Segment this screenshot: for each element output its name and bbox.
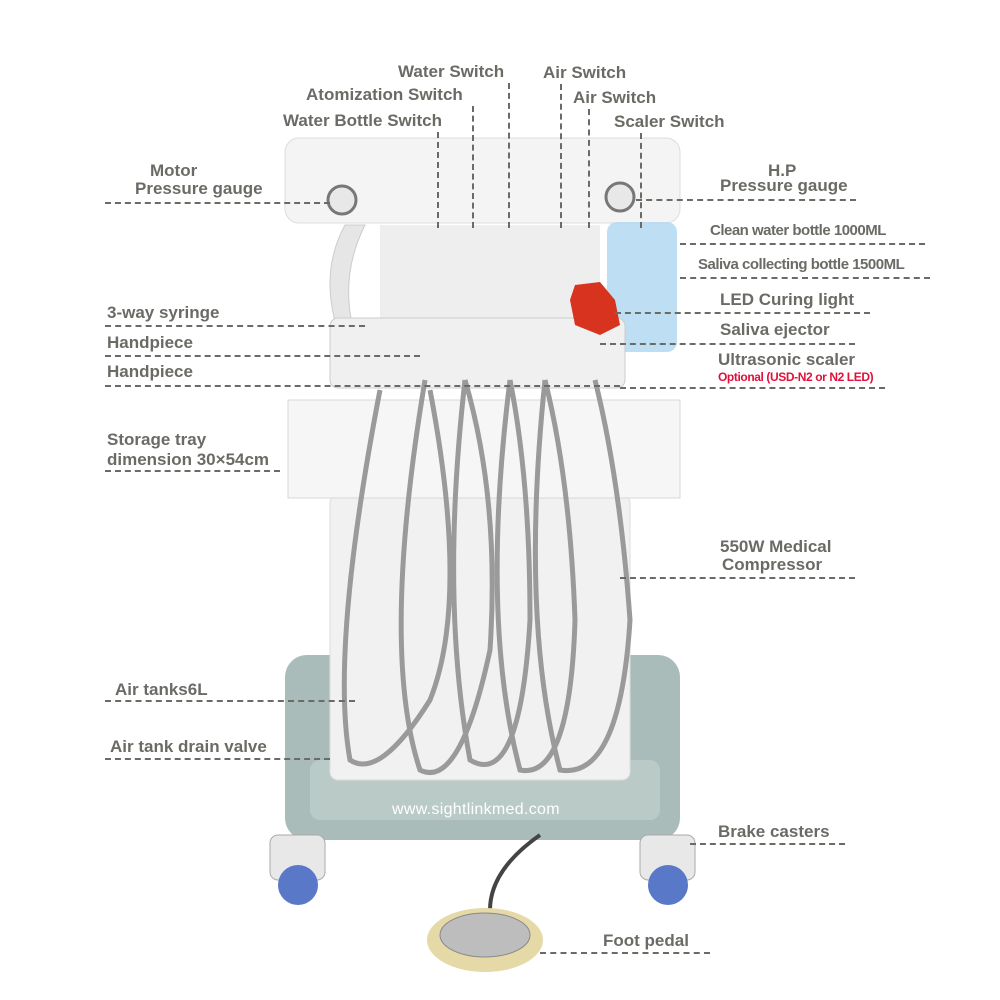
leader-line	[437, 132, 439, 228]
label-clean-water-bottle: Clean water bottle 1000ML	[710, 222, 886, 239]
leader-line	[680, 277, 930, 279]
leader-line	[600, 343, 855, 345]
leader-line	[690, 843, 845, 845]
control-panel	[284, 137, 681, 224]
label-brake-casters: Brake casters	[718, 822, 830, 841]
label-storage-tray-dimension: dimension 30×54cm	[107, 450, 270, 469]
hp-pressure-gauge	[604, 181, 636, 213]
led-curing-light	[570, 282, 620, 335]
label-handpiece-2: Handpiece	[107, 362, 193, 381]
label-motor: Motor	[150, 161, 198, 180]
leader-line	[105, 385, 620, 387]
label-ultrasonic-scaler: Ultrasonic scaler	[718, 350, 856, 369]
leader-line	[640, 133, 642, 228]
label-motor-pressure-gauge: Pressure gauge	[135, 179, 263, 198]
brake-caster-right	[639, 834, 696, 905]
leader-line	[105, 758, 330, 760]
leader-line	[105, 355, 420, 357]
label-water-switch: Water Switch	[398, 62, 505, 81]
label-hp: H.P	[768, 161, 797, 180]
label-air-switch-2: Air Switch	[573, 88, 657, 107]
label-air-tanks: Air tanks6L	[115, 680, 208, 699]
leader-line	[508, 83, 510, 228]
motor-pressure-gauge	[326, 184, 358, 216]
label-atomization-switch: Atomization Switch	[306, 85, 463, 104]
leader-line	[680, 243, 925, 245]
leader-line	[620, 387, 885, 389]
leader-line	[588, 109, 590, 228]
leader-line	[620, 577, 855, 579]
leader-line	[636, 199, 856, 201]
leader-line	[105, 470, 280, 472]
label-compressor-line2: Compressor	[722, 555, 823, 574]
leader-line	[540, 952, 710, 954]
label-foot-pedal: Foot pedal	[603, 931, 689, 950]
compressor-cabinet	[329, 494, 631, 781]
label-handpiece-1: Handpiece	[107, 333, 193, 352]
label-water-bottle-switch: Water Bottle Switch	[283, 111, 442, 130]
label-hp-pressure-gauge: Pressure gauge	[720, 176, 848, 195]
watermark: www.sightlinkmed.com	[392, 801, 560, 818]
leader-line	[105, 325, 365, 327]
clean-water-bottle	[607, 222, 677, 352]
label-saliva-collecting-bottle: Saliva collecting bottle 1500ML	[698, 256, 905, 273]
leader-line	[615, 312, 870, 314]
label-air-switch-1: Air Switch	[543, 63, 627, 82]
leader-line	[560, 84, 562, 228]
label-air-tank-drain-valve: Air tank drain valve	[110, 737, 267, 756]
brake-caster-left	[269, 834, 326, 905]
leader-line	[472, 106, 474, 228]
label-scaler-switch: Scaler Switch	[614, 112, 725, 131]
label-compressor-line1: 550W Medical	[720, 537, 832, 556]
label-saliva-ejector: Saliva ejector	[720, 320, 830, 339]
leader-line	[105, 202, 330, 204]
leader-line	[105, 700, 355, 702]
label-storage-tray: Storage tray	[107, 430, 207, 449]
label-led-curing-light: LED Curing light	[720, 290, 855, 309]
instrument-holder	[329, 317, 626, 389]
label-3-way-syringe: 3-way syringe	[107, 303, 220, 322]
label-ultrasonic-optional: Optional (USD-N2 or N2 LED)	[718, 370, 874, 384]
